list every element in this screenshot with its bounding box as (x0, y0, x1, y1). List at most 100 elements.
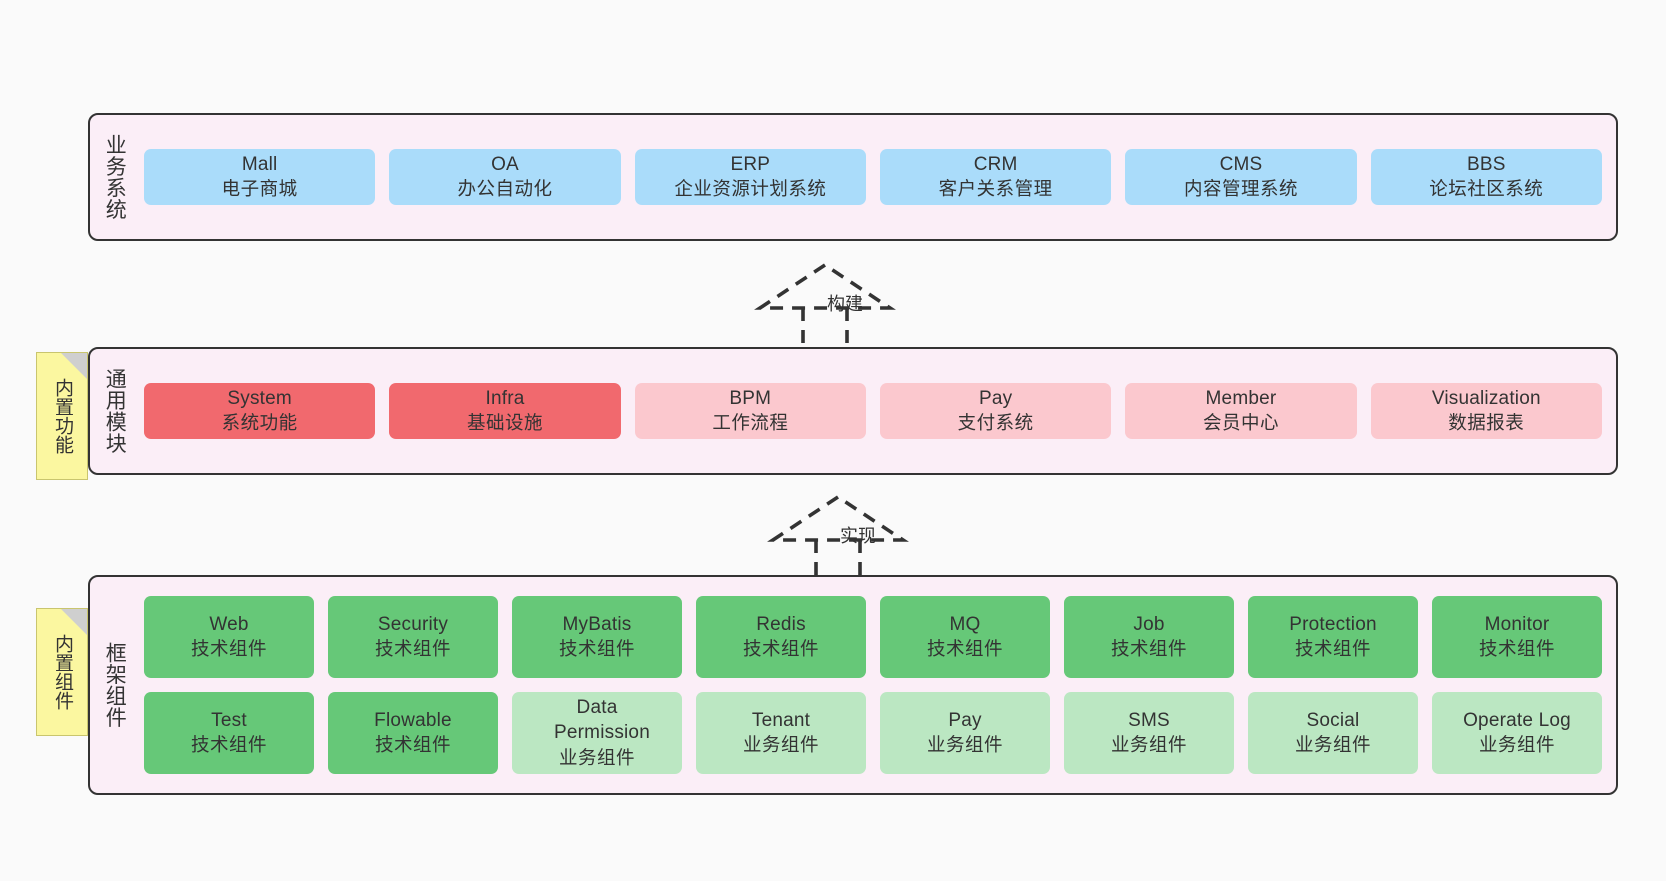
module-card-protection[interactable]: Protection 技术组件 (1248, 596, 1418, 678)
connector-build: 构建 (754, 260, 905, 352)
module-card-tenant[interactable]: Tenant 业务组件 (696, 692, 866, 774)
layer-title-framework-components: 框架组件 (103, 642, 127, 728)
module-name-en: Protection (1289, 613, 1377, 635)
generalization-arrow-icon (767, 494, 909, 584)
note-builtin-function: 内置功能 (36, 352, 88, 480)
module-name-en: Data Permission (554, 697, 650, 743)
module-card-social[interactable]: Social 业务组件 (1248, 692, 1418, 774)
module-name-en: MyBatis (562, 613, 632, 635)
module-name-en: Member (1205, 387, 1277, 409)
note-label: 内置功能 (52, 378, 74, 454)
note-builtin-component: 内置组件 (36, 608, 88, 736)
module-name-cn: 技术组件 (374, 638, 451, 660)
layer-title-business-systems: 业务系统 (103, 134, 127, 220)
layer-title-common-modules: 通用模块 (103, 368, 127, 454)
layer-common-modules: 通用模块 System 系统功能 Infra 基础设施 BPM 工作流程 Pay… (88, 347, 1618, 475)
module-card-mall[interactable]: Mall 电子商城 (144, 148, 376, 206)
module-card-mq[interactable]: MQ 技术组件 (880, 596, 1050, 678)
module-name-cn: 技术组件 (190, 638, 267, 660)
module-name-cn: 电子商城 (221, 178, 298, 200)
connector-implement: 实现 (767, 492, 918, 584)
module-card-erp[interactable]: ERP 企业资源计划系统 (634, 148, 866, 206)
module-card-mybatis[interactable]: MyBatis 技术组件 (512, 596, 682, 678)
module-name-cn: 会员中心 (1202, 412, 1279, 434)
module-name-en: ERP (730, 153, 771, 175)
module-card-data-permission[interactable]: Data Permission 业务组件 (512, 692, 682, 774)
module-card-member[interactable]: Member 会员中心 (1125, 382, 1357, 440)
module-name-en: Flowable (374, 709, 452, 731)
module-name-cn: 技术组件 (190, 734, 267, 756)
module-name-en: Web (209, 613, 249, 635)
module-name-cn: 企业资源计划系统 (674, 178, 827, 200)
module-card-oa[interactable]: OA 办公自动化 (389, 148, 621, 206)
module-name-cn: 内容管理系统 (1183, 178, 1298, 200)
note-label: 内置组件 (52, 634, 74, 710)
layer-body-common-modules: System 系统功能 Infra 基础设施 BPM 工作流程 Pay 支付系统… (138, 349, 1616, 473)
layer-body-business-systems: Mall 电子商城 OA 办公自动化 ERP 企业资源计划系统 CRM 客户关系… (138, 115, 1616, 239)
module-name-cn: 技术组件 (558, 638, 635, 660)
layer-framework-components: 框架组件 Web 技术组件 Security 技术组件 MyBatis 技术组件… (88, 575, 1618, 795)
module-card-flowable[interactable]: Flowable 技术组件 (328, 692, 498, 774)
module-name-en: Operate Log (1463, 709, 1571, 731)
module-name-en: Pay (978, 387, 1013, 409)
module-name-cn: 客户关系管理 (938, 178, 1053, 200)
module-card-cms[interactable]: CMS 内容管理系统 (1125, 148, 1357, 206)
module-name-cn: 技术组件 (1478, 638, 1555, 660)
module-name-cn: 办公自动化 (457, 178, 553, 200)
module-name-cn: 数据报表 (1448, 412, 1525, 434)
module-name-cn: 技术组件 (1110, 638, 1187, 660)
module-name-en: BBS (1466, 153, 1506, 175)
module-name-en: CMS (1219, 153, 1263, 175)
module-name-cn: 技术组件 (926, 638, 1003, 660)
module-card-bbs[interactable]: BBS 论坛社区系统 (1370, 148, 1602, 206)
module-name-en: OA (491, 153, 519, 175)
module-card-sms[interactable]: SMS 业务组件 (1064, 692, 1234, 774)
module-card-pay[interactable]: Pay 支付系统 (879, 382, 1112, 440)
module-card-test[interactable]: Test 技术组件 (144, 692, 314, 774)
module-name-en: Visualization (1431, 387, 1541, 409)
module-card-bpm[interactable]: BPM 工作流程 (634, 382, 866, 440)
module-name-en: Pay (948, 709, 982, 731)
module-name-en: Infra (485, 387, 525, 409)
module-name-en: Security (377, 613, 449, 635)
module-name-cn: 论坛社区系统 (1429, 178, 1544, 200)
module-name-cn: 系统功能 (221, 412, 298, 434)
module-name-en: CRM (973, 153, 1018, 175)
module-name-cn: 业务组件 (742, 734, 819, 756)
card-row: Mall 电子商城 OA 办公自动化 ERP 企业资源计划系统 CRM 客户关系… (144, 148, 1602, 206)
module-name-en: Test (211, 709, 247, 731)
module-name-cn: 基础设施 (466, 412, 543, 434)
module-name-en: Mall (241, 153, 278, 175)
module-card-security[interactable]: Security 技术组件 (328, 596, 498, 678)
module-card-crm[interactable]: CRM 客户关系管理 (879, 148, 1112, 206)
module-name-en: Tenant (751, 709, 811, 731)
layer-business-systems: 业务系统 Mall 电子商城 OA 办公自动化 ERP 企业资源计划系统 CRM… (88, 113, 1618, 241)
connector-label: 构建 (827, 294, 863, 314)
module-card-visualization[interactable]: Visualization 数据报表 (1370, 382, 1602, 440)
connector-label: 实现 (840, 526, 876, 546)
module-name-cn: 技术组件 (1294, 638, 1371, 660)
module-name-cn: 业务组件 (1478, 734, 1555, 756)
module-name-en: System (227, 387, 292, 409)
module-card-web[interactable]: Web 技术组件 (144, 596, 314, 678)
module-name-cn: 业务组件 (1294, 734, 1371, 756)
module-card-system[interactable]: System 系统功能 (144, 382, 376, 440)
module-card-operate-log[interactable]: Operate Log 业务组件 (1432, 692, 1602, 774)
module-name-cn: 业务组件 (1110, 734, 1187, 756)
module-name-en: BPM (729, 387, 772, 409)
module-card-pay-business[interactable]: Pay 业务组件 (880, 692, 1050, 774)
module-name-cn: 技术组件 (374, 734, 451, 756)
module-card-monitor[interactable]: Monitor 技术组件 (1432, 596, 1602, 678)
module-name-en: SMS (1128, 709, 1170, 731)
module-name-cn: 技术组件 (742, 638, 819, 660)
module-card-job[interactable]: Job 技术组件 (1064, 596, 1234, 678)
module-name-en: Redis (756, 613, 806, 635)
card-row: System 系统功能 Infra 基础设施 BPM 工作流程 Pay 支付系统… (144, 382, 1602, 440)
layer-body-framework-components: Web 技术组件 Security 技术组件 MyBatis 技术组件 Redi… (138, 577, 1616, 793)
card-row: Web 技术组件 Security 技术组件 MyBatis 技术组件 Redi… (144, 596, 1602, 678)
module-name-cn: 工作流程 (712, 412, 789, 434)
module-card-redis[interactable]: Redis 技术组件 (696, 596, 866, 678)
module-card-infra[interactable]: Infra 基础设施 (389, 382, 621, 440)
module-name-cn: 业务组件 (558, 746, 635, 768)
